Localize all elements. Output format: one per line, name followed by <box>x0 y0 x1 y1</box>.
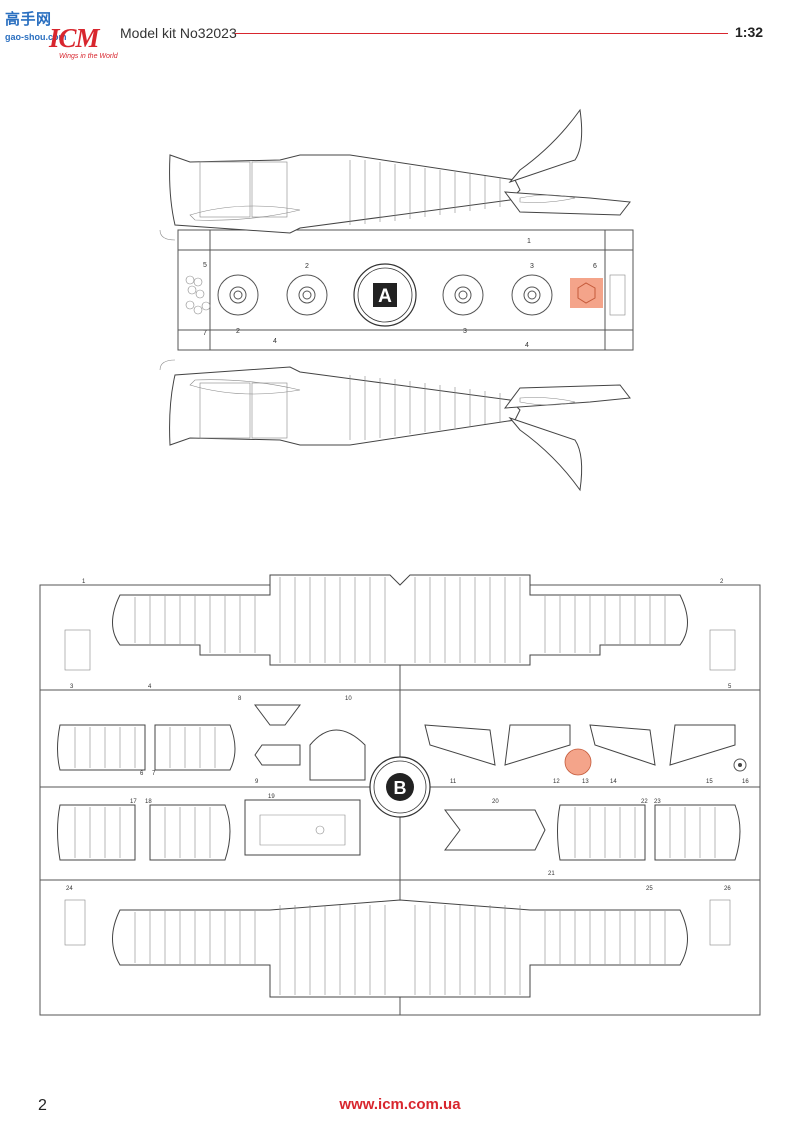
misc-parts <box>64 629 747 946</box>
scale-label: 1:32 <box>735 24 764 40</box>
watermark-url: gao-shou.com <box>5 32 67 42</box>
part-number: 18 <box>145 799 152 805</box>
sprue-a-drawing: A 5 2 3 6 7 2 3 4 1 4 <box>0 100 800 510</box>
lower-wing-part <box>112 899 688 998</box>
part-number: 16 <box>742 779 749 785</box>
part-number: 21 <box>548 871 555 877</box>
fuselage-half-upper <box>159 108 631 241</box>
highlighted-part-b13 <box>564 748 592 776</box>
upper-wing-part <box>112 574 688 666</box>
part-number: 7 <box>203 330 207 337</box>
page-header: 高手网 gao-shou.com ICM Wings in the World … <box>0 0 800 70</box>
part-number: 3 <box>463 328 467 335</box>
sprue-a-svg: A 5 2 3 6 7 2 3 4 1 4 <box>159 108 634 492</box>
control-surfaces <box>57 724 741 861</box>
part-number: 4 <box>525 342 529 349</box>
kit-label: Model kit No32023 <box>120 25 237 41</box>
part-number: 4 <box>148 684 152 690</box>
fin-parts <box>424 724 736 766</box>
sprue-a-letter: A <box>378 286 392 307</box>
part-number: 1 <box>527 238 531 245</box>
sprue-b-letter: B <box>394 778 407 798</box>
header-rule <box>235 33 728 34</box>
sprue-b-svg: B 1 2 3 4 5 6 7 8 9 10 11 12 13 14 15 16… <box>39 574 761 1016</box>
part-number: 6 <box>140 771 144 777</box>
part-number: 5 <box>203 262 207 269</box>
sprue-a-frame <box>177 229 634 351</box>
website-link[interactable]: www.icm.com.ua <box>339 1096 461 1113</box>
part-number: 23 <box>654 799 661 805</box>
part-number: 14 <box>610 779 617 785</box>
part-number: 24 <box>66 886 73 892</box>
highlighted-part-a6 <box>570 278 603 308</box>
part-number: 20 <box>492 799 499 805</box>
small-parts-cluster <box>185 275 211 315</box>
icm-logo: 高手网 gao-shou.com ICM Wings in the World <box>5 8 118 68</box>
part-number: 10 <box>345 696 352 702</box>
part-number: 15 <box>706 779 713 785</box>
part-number: 2 <box>720 579 724 585</box>
part-number: 4 <box>273 338 277 345</box>
sprue-b-drawing: B 1 2 3 4 5 6 7 8 9 10 11 12 13 14 15 16… <box>0 565 800 1020</box>
part-number: 2 <box>236 328 240 335</box>
part-number: 3 <box>70 684 74 690</box>
fuselage-half-lower <box>159 359 631 492</box>
part-number: 25 <box>646 886 653 892</box>
page-number: 2 <box>38 1097 47 1114</box>
part-number: 19 <box>268 794 275 800</box>
part-number: 12 <box>553 779 560 785</box>
brand-name: ICM <box>49 23 100 53</box>
part-number: 11 <box>450 779 457 785</box>
part-number: 8 <box>238 696 242 702</box>
part-number: 22 <box>641 799 648 805</box>
part-number: 13 <box>582 779 589 785</box>
part-number: 5 <box>728 684 732 690</box>
part-number: 1 <box>82 579 86 585</box>
part-number: 3 <box>530 263 534 270</box>
part-number: 6 <box>593 263 597 270</box>
brand-tagline: Wings in the World <box>59 53 118 60</box>
part-number: 7 <box>152 771 156 777</box>
part-number: 26 <box>724 886 731 892</box>
part-number: 9 <box>255 779 259 785</box>
wheel-set <box>217 274 553 316</box>
part-number: 2 <box>305 263 309 270</box>
watermark-text: 高手网 <box>5 11 52 28</box>
part-number: 17 <box>130 799 137 805</box>
